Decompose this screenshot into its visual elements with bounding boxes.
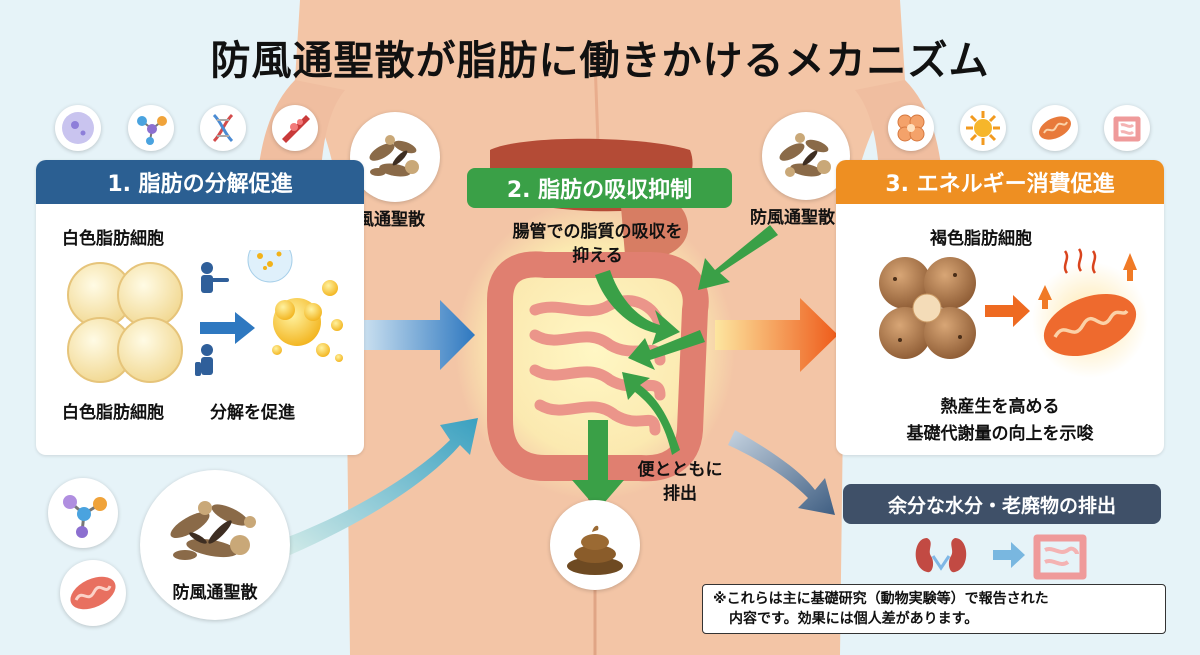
brown-fat-illustration — [879, 248, 1148, 378]
disclaimer-line2: 内容です。効果には個人差があります。 — [729, 611, 979, 627]
cell-icon — [55, 105, 101, 151]
dna-icon — [200, 105, 246, 151]
mitochondria-icon-bottom — [60, 560, 126, 626]
brown-fat-cell-icon — [888, 105, 934, 151]
stool-icon — [550, 500, 640, 590]
disclaimer-line1: ※これらは主に基礎研究（動物実験等）で報告された — [713, 591, 1049, 607]
panel3-header: 3. エネルギー消費促進 — [836, 160, 1164, 204]
excretion-illustration — [915, 534, 1087, 580]
molecule-icon — [128, 105, 174, 151]
herb-icon-bottom — [140, 470, 290, 620]
excretion-label: 便とともに排出 — [637, 460, 723, 504]
intestine-icon — [1104, 105, 1150, 151]
disclaimer-note: ※これらは主に基礎研究（動物実験等）で報告された 内容です。効果には個人差があり… — [702, 584, 1166, 634]
brown-fat-label: 褐色脂肪細胞 — [930, 229, 1032, 249]
blood-vessel-icon — [272, 105, 318, 151]
herb-label-bottom: 防風通聖散 — [172, 583, 258, 603]
herb-icon-right — [762, 112, 850, 200]
white-fat-label-top: 白色脂肪細胞 — [62, 229, 164, 249]
sun-icon — [960, 105, 1006, 151]
panel1-header: 1. 脂肪の分解促進 — [36, 160, 364, 204]
white-fat-cells-illustration — [67, 250, 343, 383]
heat-production-text: 熱産生を高める — [940, 397, 1060, 417]
kidney-icon — [915, 538, 967, 573]
breakdown-promote-label: 分解を促進 — [210, 403, 295, 423]
panel2-header: 2. 脂肪の吸収抑制 — [467, 168, 732, 208]
metabolism-text: 基礎代謝量の向上を示唆 — [906, 424, 1094, 444]
herb-icon — [350, 112, 440, 202]
absorption-text: 腸管での脂質の吸収を抑える — [512, 222, 683, 266]
mitochondria-icon — [1032, 105, 1078, 151]
white-fat-label-bottom: 白色脂肪細胞 — [62, 403, 164, 423]
herb-label-top-right: 防風通聖散 — [750, 208, 835, 228]
panel4-header: 余分な水分・老廃物の排出 — [843, 484, 1161, 524]
page-title: 防風通聖散が脂肪に働きかけるメカニズム — [210, 38, 990, 84]
molecule-icon-bottom — [48, 478, 118, 548]
